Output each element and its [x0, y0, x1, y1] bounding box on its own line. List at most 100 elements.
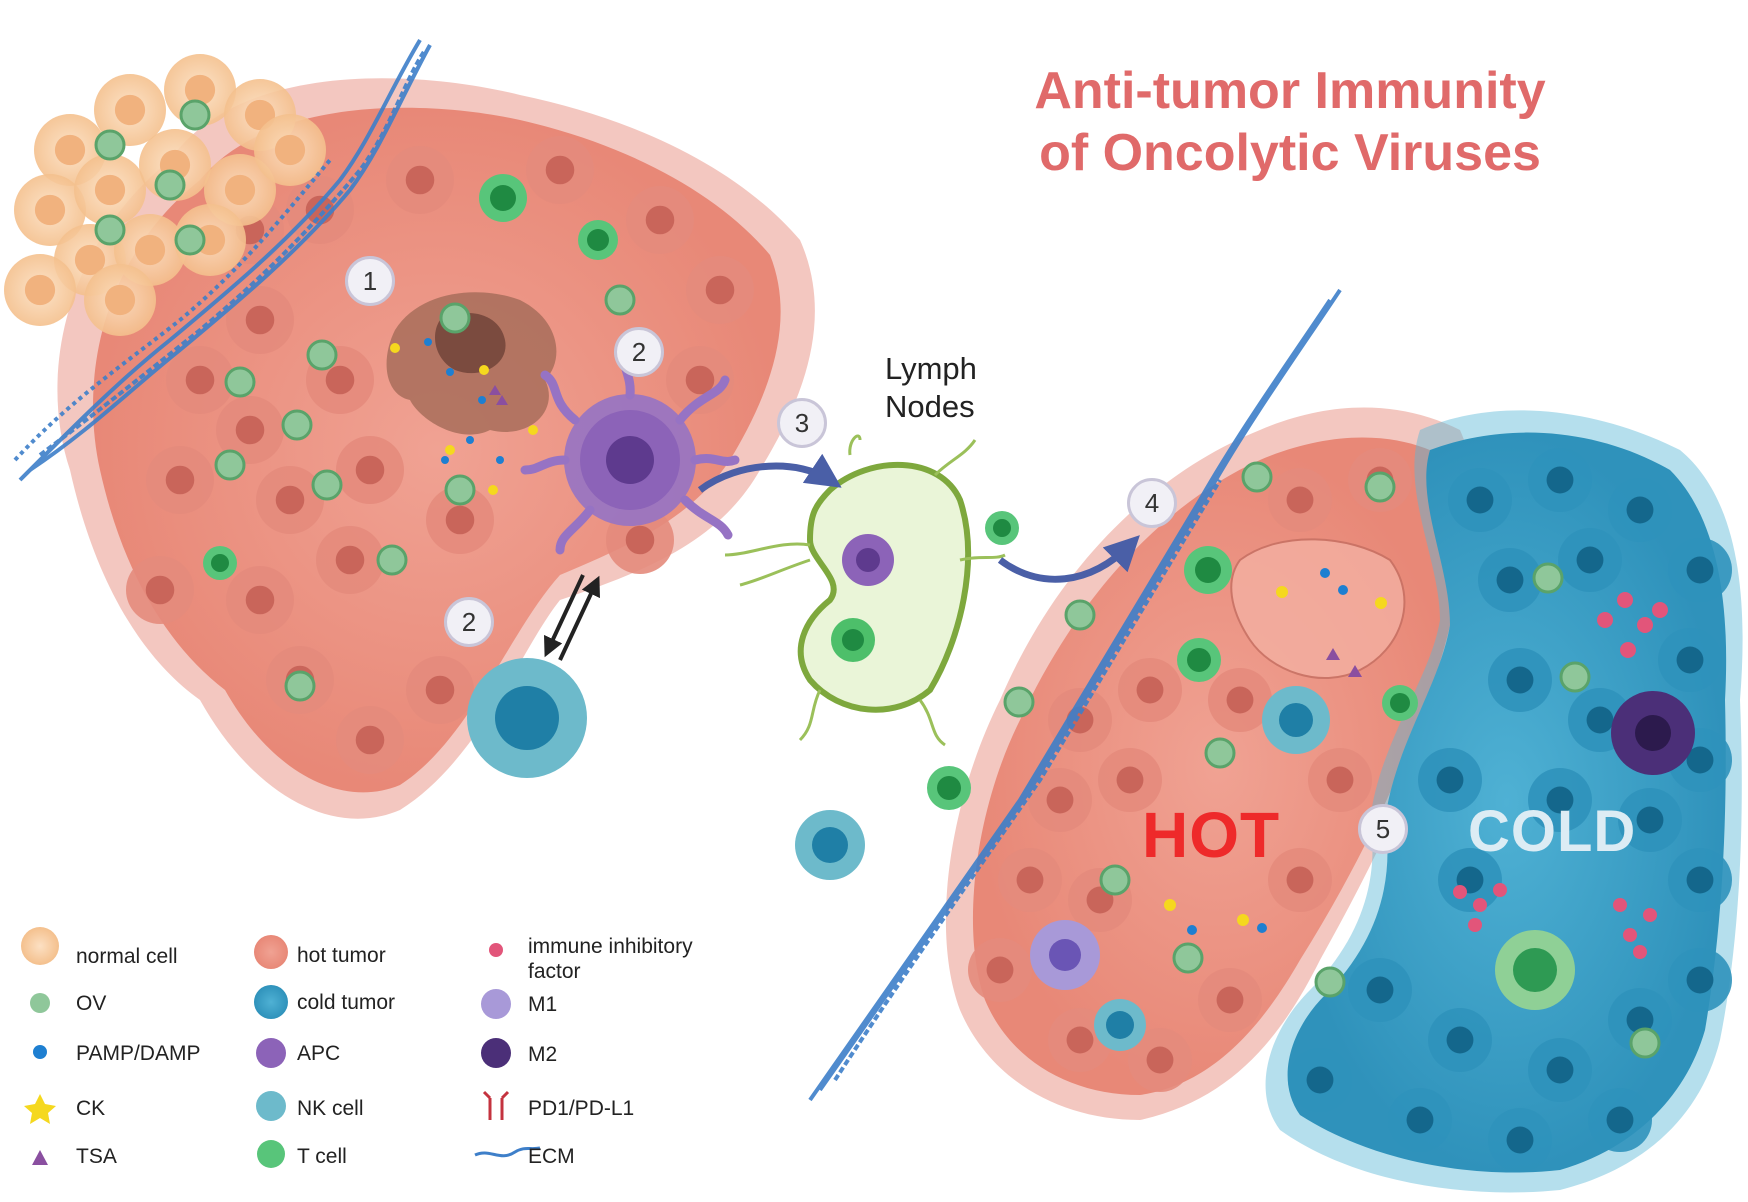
cold-tumor-cell-nucleus: [1546, 1056, 1574, 1084]
hot-tumor-cell-nucleus: [405, 165, 435, 195]
hot-tumor-cell-nucleus: [165, 465, 195, 495]
step-4-marker: 4: [1127, 478, 1177, 528]
ov-virus-icon: [1172, 942, 1204, 974]
ov-virus-icon: [94, 214, 126, 246]
cold-tumor-cell-nucleus: [1506, 1126, 1534, 1154]
right-tumor-cells: [968, 448, 1732, 1172]
normal-cell-nucleus: [274, 134, 306, 166]
cold-tumor-cell-nucleus: [1686, 556, 1714, 584]
hot-tumor-cell-nucleus: [1116, 766, 1144, 794]
cold-tumor-cell-nucleus: [1406, 1106, 1434, 1134]
ov-virus-icon: [1003, 686, 1035, 718]
ov-virus-icon: [1629, 1027, 1661, 1059]
ecm-fibers-right: [808, 288, 1342, 1102]
hot-tumor-cell-nucleus: [1016, 866, 1044, 894]
arrow-apc-to-nk: [544, 574, 585, 658]
normal-cell-nucleus: [104, 284, 136, 316]
cold-tumor-cell-nucleus: [1586, 706, 1614, 734]
ov-virus-icon: [376, 544, 408, 576]
hot-tumor-cell-nucleus: [1086, 886, 1114, 914]
cold-tumor-cell-nucleus: [1576, 546, 1604, 574]
legend-pamp-damp: PAMP/DAMP: [76, 1042, 201, 1065]
legend-icons: [21, 927, 541, 1168]
hot-tumor-cell-nucleus: [185, 365, 215, 395]
normal-cell-nucleus: [134, 234, 166, 266]
legend-nk-cell-icon: [256, 1091, 286, 1121]
hot-tumor-cell-nucleus: [275, 485, 305, 515]
cold-tumor-cell-nucleus: [1546, 786, 1574, 814]
t-cell-cold-large: [1495, 930, 1575, 1010]
hot-tumor-cell-nucleus: [1286, 486, 1314, 514]
hot-tumor-cell-nucleus: [1326, 766, 1354, 794]
ck-stars: [390, 343, 1387, 926]
legend-normal-cell: normal cell: [76, 945, 178, 968]
title-line-2: of Oncolytic Viruses: [1039, 124, 1541, 182]
m1-macrophage: [1030, 920, 1100, 990]
legend-t-cell: T cell: [297, 1145, 347, 1168]
t-cells-left: [203, 174, 618, 580]
normal-cell-nucleus: [24, 274, 56, 306]
step-3-marker: 3: [777, 398, 827, 448]
lymph-label-line-2: Nodes: [885, 389, 975, 424]
cold-tumor-cell-nucleus: [1686, 746, 1714, 774]
legend-normal-cell-icon: [21, 927, 59, 965]
ov-virus-icon: [179, 99, 211, 131]
ov-virus-icon: [311, 469, 343, 501]
legend-tsa-icon: [32, 1150, 48, 1165]
hot-tumor-cell-nucleus: [1216, 986, 1244, 1014]
nk-cell-left: [467, 658, 587, 778]
hot-tumor-cell-nucleus: [645, 205, 675, 235]
ecm-fibers-left: [13, 38, 432, 482]
step-1-marker: 1: [345, 256, 395, 306]
hot-tumor-cell-nucleus: [145, 575, 175, 605]
legend-ck-icon: [24, 1094, 56, 1124]
normal-cell-nucleus: [34, 194, 66, 226]
legend-m2-icon: [481, 1038, 511, 1068]
legend-m2: M2: [528, 1043, 558, 1066]
normal-cell-nucleus: [114, 94, 146, 126]
legend-ov: OV: [76, 992, 107, 1015]
lymph-nodes-label: Lymph Nodes: [885, 350, 977, 426]
legend-pd1-pdl1-icon: [482, 1090, 510, 1120]
legend-inhibitory-line-2: factor: [528, 960, 581, 983]
legend-apc-icon: [256, 1038, 286, 1068]
legend-inhibitory-factor: immune inhibitory factor: [528, 934, 693, 984]
normal-cell-nucleus: [224, 174, 256, 206]
hot-tumor-cell-nucleus: [325, 365, 355, 395]
ov-virus-icon: [214, 449, 246, 481]
ov-virus-icon: [444, 474, 476, 506]
cold-tumor-cell-nucleus: [1626, 1006, 1654, 1034]
legend-ecm: ECM: [528, 1145, 575, 1168]
hot-tumor-cell-nucleus: [545, 155, 575, 185]
page-title: Anti-tumor Immunity of Oncolytic Viruses: [940, 60, 1640, 184]
cold-tumor-cell-nucleus: [1466, 486, 1494, 514]
cold-tumor-cell-nucleus: [1306, 1066, 1334, 1094]
hot-tumor-label: HOT: [1142, 799, 1281, 871]
hot-tumor-cell-nucleus: [235, 415, 265, 445]
step-5-marker: 5: [1358, 804, 1408, 854]
cold-tumor-cell-nucleus: [1436, 766, 1464, 794]
step-2-marker-nk: 2: [444, 597, 494, 647]
hot-tumor-cell-nucleus: [1146, 1046, 1174, 1074]
ov-virus-icon: [284, 670, 316, 702]
hot-tumor-cell-nucleus: [685, 365, 715, 395]
hot-tumor-cell-nucleus: [986, 956, 1014, 984]
normal-cell-nucleus: [94, 174, 126, 206]
legend-tsa: TSA: [76, 1145, 117, 1168]
ov-virus-icon: [1204, 737, 1236, 769]
hot-tumor-cell-nucleus: [1046, 786, 1074, 814]
legend-cold-tumor: cold tumor: [297, 991, 396, 1014]
hot-tumor-cell-nucleus: [425, 675, 455, 705]
ov-virus-icon: [224, 366, 256, 398]
legend-m1-icon: [481, 989, 511, 1019]
normal-cell-nucleus: [54, 134, 86, 166]
ov-virus-icon: [174, 224, 206, 256]
t-cell-outside-right: [927, 511, 1418, 810]
lymph-node: [724, 434, 1006, 747]
legend-apc: APC: [297, 1042, 341, 1065]
cold-tumor-cell-nucleus: [1676, 646, 1704, 674]
nk-cells-right: [795, 686, 1330, 1051]
ov-virus-icon: [1364, 471, 1396, 503]
ov-virus-icon: [1241, 461, 1273, 493]
